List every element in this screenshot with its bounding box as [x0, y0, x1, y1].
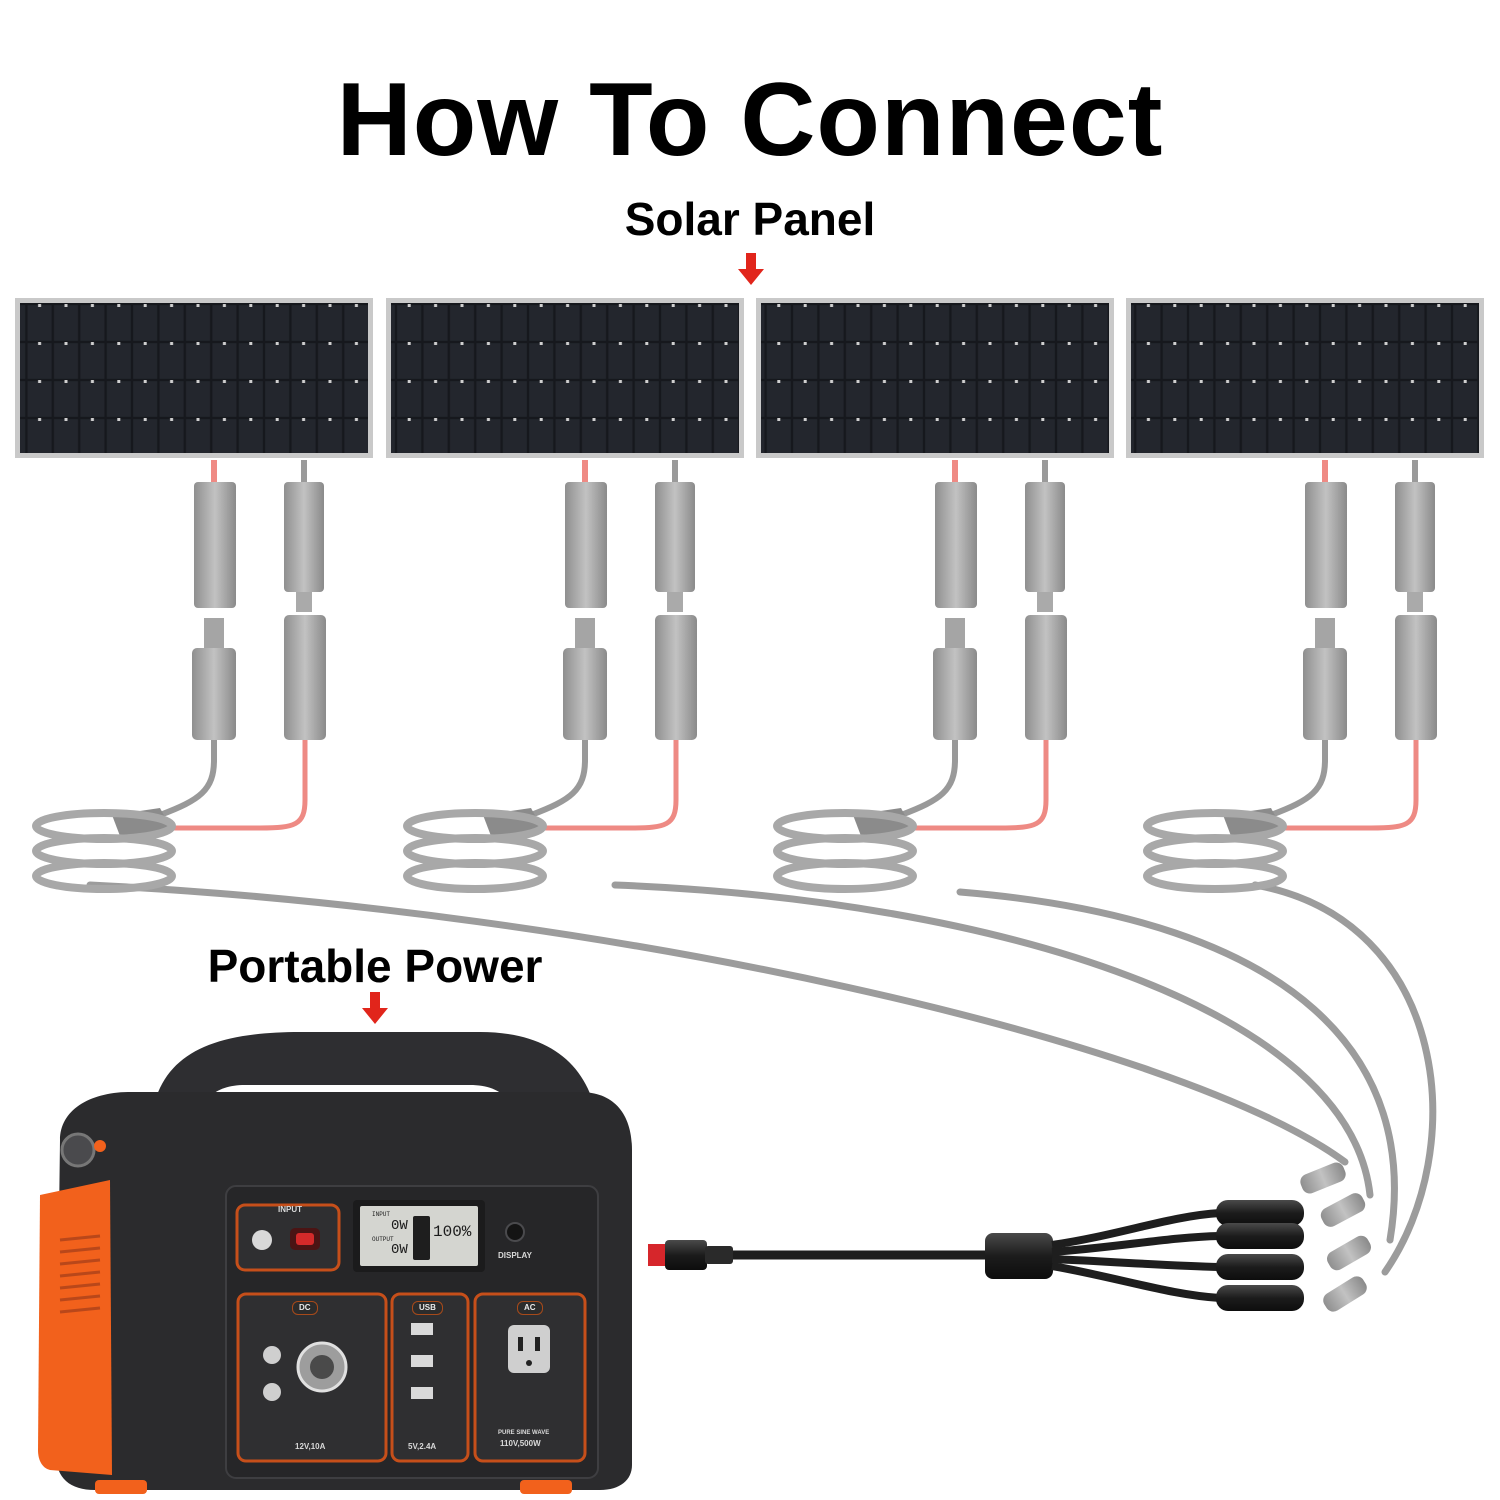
- page-title: How To Connect: [336, 62, 1164, 178]
- splitter-cable: [648, 1162, 1371, 1312]
- solar-panel-1: [15, 298, 373, 458]
- portable-power-label: Portable Power: [207, 940, 543, 992]
- lcd-input-value: 0W: [391, 1218, 408, 1234]
- panel-connectors-3: [773, 460, 1067, 893]
- extension-cables: [86, 881, 1437, 1276]
- solar-panel-arrow-icon: [738, 253, 764, 285]
- dc-tab: DC: [292, 1301, 318, 1315]
- usb-tab: USB: [412, 1301, 443, 1315]
- panel-connectors-4: [1143, 460, 1437, 893]
- panel-connectors-1: [32, 460, 326, 893]
- ac-tab: AC: [517, 1301, 543, 1315]
- lcd-output-value: 0W: [391, 1242, 408, 1258]
- ac-wave-label: PURE SINE WAVE: [498, 1430, 550, 1436]
- panel-connectors-2: [403, 460, 697, 893]
- lcd-output-label: OUTPUT: [372, 1236, 394, 1243]
- solar-panel-4: [1126, 298, 1484, 458]
- usb-rating: 5V,2.4A: [408, 1442, 437, 1451]
- portable-power-arrow-icon: [362, 992, 388, 1024]
- dc-rating: 12V,10A: [295, 1442, 326, 1451]
- display-label: DISPLAY: [498, 1251, 532, 1260]
- lcd-input-label: INPUT: [372, 1211, 391, 1218]
- lcd-percent: 100%: [433, 1223, 472, 1241]
- portable-power-station: [38, 1032, 632, 1494]
- solar-panel-2: [386, 298, 744, 458]
- solar-panel-label: Solar Panel: [624, 193, 876, 245]
- ac-rating: 110V,500W: [500, 1439, 541, 1448]
- input-label: INPUT: [278, 1205, 302, 1214]
- solar-panel-3: [756, 298, 1114, 458]
